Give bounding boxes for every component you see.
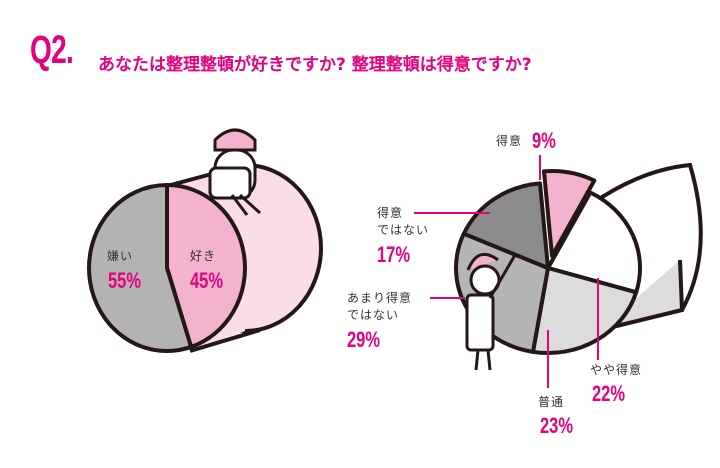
leader-lines (414, 155, 599, 388)
slice-label-not-good-line1: 得意 (377, 206, 404, 220)
left-pie (87, 183, 247, 353)
slice-label-dislike: 嫌い (107, 249, 134, 263)
person-sitting-icon (208, 128, 262, 216)
pie-slice-4 (461, 181, 550, 270)
slice-value-not-good: 17% (377, 242, 411, 267)
person-lifting-icon (465, 252, 517, 371)
pie-slice-0 (165, 183, 247, 349)
slice-value-somewhat-good: 22% (592, 381, 626, 406)
slice-label-like: 好き (190, 249, 217, 263)
slice-value-good: 9% (532, 128, 556, 153)
pie-slice-1 (546, 190, 642, 295)
slice-label-good: 得意 (496, 134, 523, 148)
slice-label-somewhat-good: やや得意 (590, 363, 643, 377)
pie-slice-2 (530, 266, 639, 355)
slice-label-not-very-good-line1: あまり得意 (347, 291, 413, 305)
question-title: あなたは整理整頓が好きですか? 整理整頓は得意ですか? (98, 55, 532, 75)
slice-value-average: 23% (540, 413, 574, 438)
slice-label-average: 普通 (538, 395, 565, 409)
question-number: Q2. (30, 28, 74, 72)
slice-label-not-very-good-line2: ではない (347, 308, 400, 322)
slice-value-like: 45% (190, 268, 224, 293)
slice-label-not-good-line2: ではない (377, 223, 430, 237)
pie-slice-0 (541, 169, 597, 258)
right-pie (454, 169, 642, 355)
pie-slice-1 (87, 183, 194, 353)
slice-value-dislike: 55% (108, 268, 142, 293)
slice-value-not-very-good: 29% (347, 327, 381, 352)
